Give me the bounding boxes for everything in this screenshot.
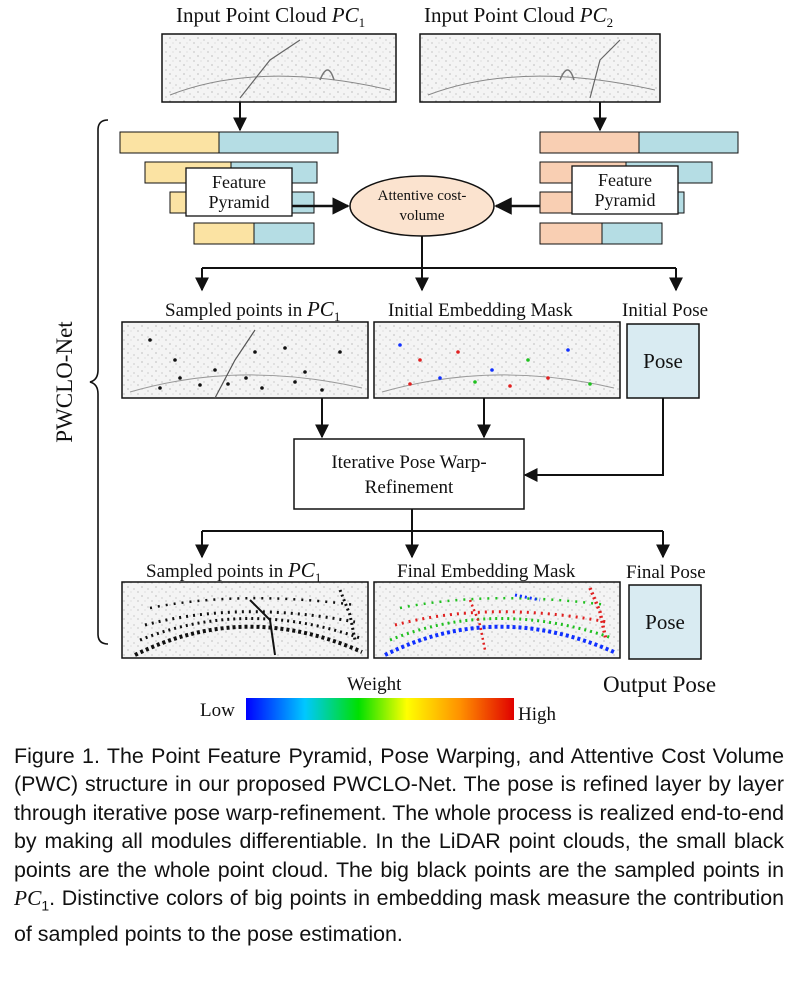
figure-caption: Figure 1. The Point Feature Pyramid, Pos… (14, 744, 784, 946)
row1-pose-header: Initial Pose (622, 300, 708, 321)
row1-sampled-points-image (121, 321, 369, 399)
iterative-pose-warp-refinement-box (293, 438, 525, 510)
initial-pose-box-label: Pose (643, 349, 683, 373)
feature-pyramid-right-line2: Pyramid (595, 190, 656, 210)
refinement-line2: Refinement (365, 477, 454, 498)
cost-volume-line2: volume (400, 208, 445, 224)
colorbar-high-label: High (518, 704, 557, 725)
input-point-cloud-1-image (161, 33, 397, 103)
colorbar-low-label: Low (200, 700, 235, 721)
refinement-line1: Iterative Pose Warp- (331, 452, 486, 473)
final-pose-box-label: Pose (645, 610, 685, 634)
input-pc2-label: Input Point Cloud PC2 (424, 3, 613, 30)
colorbar-title: Weight (347, 674, 402, 695)
final-pose-box (628, 584, 702, 660)
feature-pyramid-left-line2: Pyramid (209, 192, 270, 212)
input-pc1-label: Input Point Cloud PC1 (176, 3, 365, 30)
left-feature-pyramid: Feature Pyramid (119, 131, 339, 245)
initial-pose-box (626, 323, 700, 399)
row1-sampled-label: Sampled points in PC1 (165, 297, 340, 324)
output-pose-label: Output Pose (603, 672, 716, 697)
feature-pyramid-left-box (185, 167, 293, 217)
right-feature-pyramid: Feature Pyramid (539, 131, 739, 245)
pwclo-net-side-label: PWCLO-Net (52, 321, 77, 443)
row2-mask-label: Final Embedding Mask (397, 561, 576, 582)
row2-pose-header: Final Pose (626, 562, 706, 583)
row2-sampled-label: Sampled points in PC1 (146, 558, 321, 585)
row1-mask-label: Initial Embedding Mask (388, 300, 573, 321)
row2-sampled-points-image (121, 581, 369, 659)
side-brace (89, 119, 109, 645)
architecture-diagram: Input Point Cloud PC1 Input Point Cloud … (52, 3, 739, 725)
row1-embedding-mask-image (373, 321, 621, 399)
row2-embedding-mask-image (373, 581, 621, 659)
weight-colorbar (246, 698, 514, 720)
cost-volume-line1: Attentive cost- (378, 188, 467, 204)
attentive-cost-volume-node: Attentive cost- volume (349, 175, 495, 237)
feature-pyramid-right-box (571, 165, 679, 215)
feature-pyramid-left-line1: Feature (212, 172, 266, 192)
input-point-cloud-2-image (419, 33, 661, 103)
feature-pyramid-right-line1: Feature (598, 170, 652, 190)
